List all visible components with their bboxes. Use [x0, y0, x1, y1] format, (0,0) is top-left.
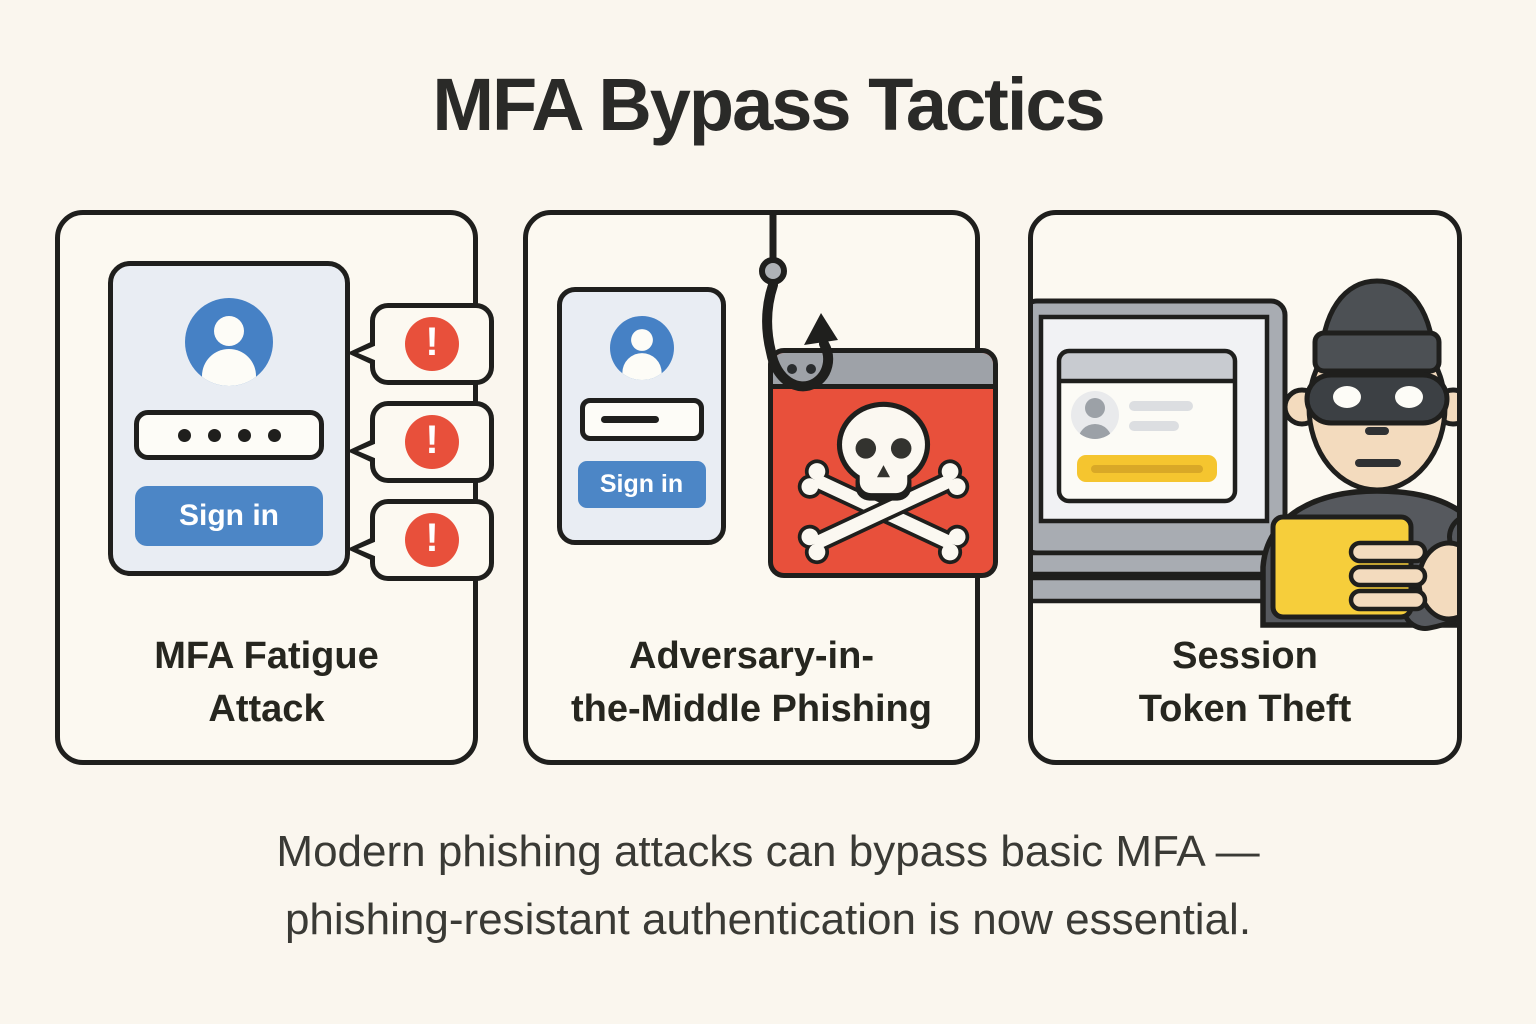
signin-button: Sign in: [577, 461, 706, 508]
skull-crossbones-icon: [797, 401, 969, 565]
beanie-band: [1312, 330, 1442, 374]
session-theft-illustration: [1033, 278, 1457, 631]
username-field: [579, 398, 704, 441]
footer-text-line2: phishing-resistant authentication is now…: [284, 895, 1252, 944]
thief-hand: [1348, 540, 1457, 622]
password-dot: [237, 428, 251, 442]
mouth: [1355, 459, 1401, 467]
user-avatar-icon: [609, 316, 674, 380]
eye: [1333, 386, 1361, 408]
window-dot: [787, 363, 797, 374]
exclamation-icon: !: [405, 317, 459, 371]
user-avatar-icon: [185, 298, 273, 386]
fishhook-icon: [759, 212, 838, 392]
browser-text-line: [1129, 401, 1193, 411]
password-dot: [267, 428, 281, 442]
laptop-icon: [1033, 298, 1324, 604]
panel-mfa-fatigue: Sign in ! ! ! MFA Fatigue Attack: [55, 210, 494, 765]
password-dot: [207, 428, 221, 442]
browser-window: [1059, 351, 1235, 501]
password-field: [134, 410, 324, 460]
window-titlebar: [773, 353, 993, 389]
nose: [1365, 427, 1389, 435]
mask: [1304, 372, 1450, 426]
eye: [1395, 386, 1423, 408]
notification-bubble: !: [347, 303, 494, 385]
browser-text-line: [1129, 421, 1179, 431]
field-text-line: [600, 416, 659, 423]
notification-bubble: !: [347, 401, 494, 483]
exclamation-icon: !: [405, 513, 459, 567]
signin-card: Sign in: [108, 261, 350, 576]
panel-caption: Session Token Theft: [1138, 635, 1352, 730]
password-dot: [177, 428, 191, 442]
signin-card: Sign in: [557, 287, 726, 545]
signin-button: Sign in: [135, 486, 323, 546]
footer-text-line1: Modern phishing attacks can bypass basic…: [276, 827, 1260, 876]
notification-bubble: !: [347, 499, 494, 581]
panel-caption: MFA Fatigue Attack: [154, 635, 379, 730]
exclamation-icon: !: [405, 415, 459, 469]
window-dot: [806, 363, 816, 374]
panel-caption: Adversary-in- the-Middle Phishing: [571, 635, 932, 730]
page-title: MFA Bypass Tactics: [432, 63, 1105, 146]
panel-session-token-theft: Session Token Theft: [1028, 210, 1462, 765]
panel-aitm-phishing: Sign in: [523, 210, 998, 765]
